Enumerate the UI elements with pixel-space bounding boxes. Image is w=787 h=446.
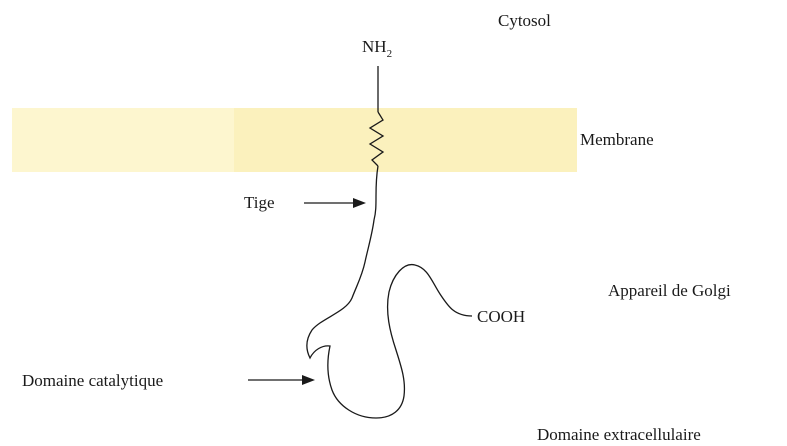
protein-stem-and-catalytic-domain xyxy=(307,166,472,418)
cytosol-label: Cytosol xyxy=(498,11,551,30)
catalytic-arrow-head xyxy=(302,375,315,385)
cooh-label: COOH xyxy=(477,307,525,326)
tige-arrow-head xyxy=(353,198,366,208)
nh2-label-subscript: 2 xyxy=(387,48,393,60)
nh2-label: NH2 xyxy=(362,37,392,60)
tige-label: Tige xyxy=(244,193,275,212)
extracellular-domain-label: Domaine extracellulaire xyxy=(537,425,701,444)
membrane-label: Membrane xyxy=(580,130,654,149)
catalytic-domain-label: Domaine catalytique xyxy=(22,371,163,390)
nh2-label-main: NH xyxy=(362,37,387,56)
membrane-band-left-shade xyxy=(12,108,234,172)
golgi-apparatus-label: Appareil de Golgi xyxy=(608,281,731,300)
